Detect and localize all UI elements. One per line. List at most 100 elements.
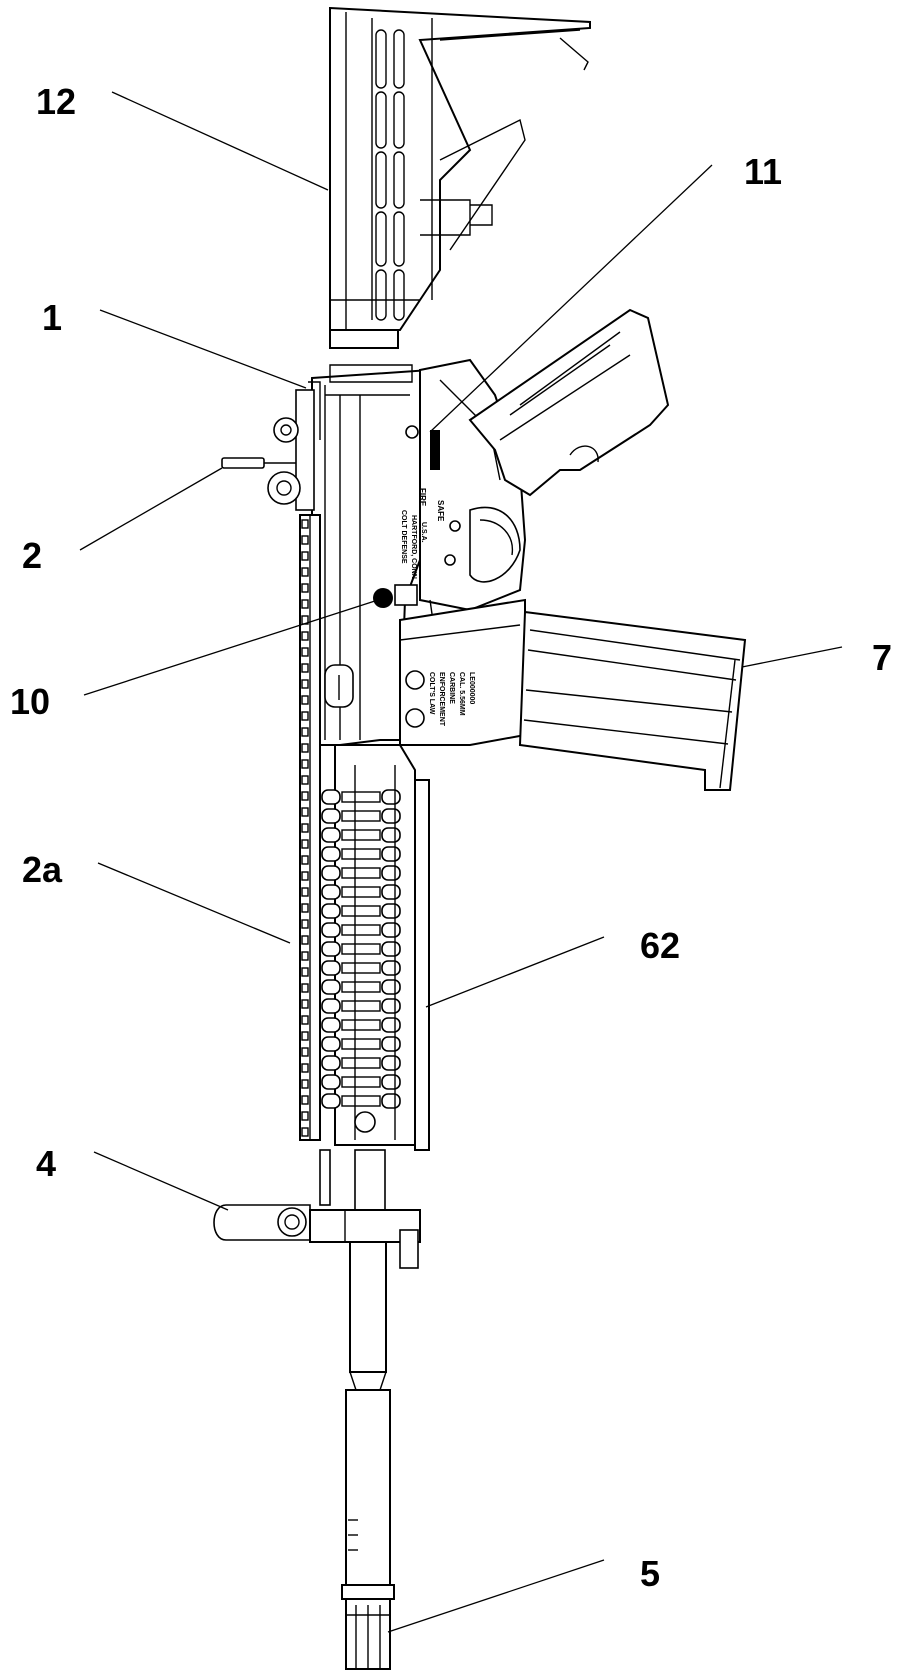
callout-12: 12 — [36, 81, 77, 122]
rail-lug — [321, 998, 341, 1014]
leader-5 — [387, 1559, 605, 1633]
rail-slot — [341, 962, 381, 974]
rail-lug — [381, 865, 401, 881]
rear-sight — [267, 381, 321, 511]
callout-2: 2 — [22, 535, 43, 576]
side-rail-notch — [301, 1047, 309, 1057]
receiver-marking-3: U.S.A. — [420, 522, 427, 543]
rail-lug — [381, 960, 401, 976]
side-rail-notch — [301, 679, 309, 689]
side-rail-notch — [301, 887, 309, 897]
callout-10: 10 — [10, 681, 51, 722]
rail-lug — [381, 1036, 401, 1052]
leader-10 — [83, 599, 379, 696]
side-rail-notch — [301, 631, 309, 641]
callout-7: 7 — [872, 637, 893, 678]
rail-slot — [341, 924, 381, 936]
magwell-marking-4: CAL. 5.56MM — [458, 672, 465, 716]
side-rail-notch — [301, 1015, 309, 1025]
rail-lug — [381, 1093, 401, 1109]
rail-lug — [321, 808, 341, 824]
rail-lugs — [301, 519, 401, 1137]
side-rail-notch — [301, 967, 309, 977]
callout-1: 1 — [42, 297, 63, 338]
rail-slot — [341, 829, 381, 841]
rail-lug — [381, 979, 401, 995]
buttstock — [329, 6, 591, 349]
side-rail-notch — [301, 999, 309, 1009]
side-rail-notch — [301, 871, 309, 881]
side-rail-notch — [301, 535, 309, 545]
rail-slot — [341, 943, 381, 955]
side-rail-notch — [301, 855, 309, 865]
leader-2a — [97, 862, 291, 944]
rail-lug — [321, 1055, 341, 1071]
side-rail-notch — [301, 903, 309, 913]
receiver-marking-1: COLT DEFENSE — [400, 510, 407, 564]
rail-lug — [381, 884, 401, 900]
stock-slots — [375, 29, 405, 321]
leader-lines — [79, 91, 843, 1633]
leader-7 — [741, 646, 843, 668]
side-rail-notch — [301, 1031, 309, 1041]
side-rail-notch — [301, 1079, 309, 1089]
callout-2a: 2a — [22, 849, 63, 890]
front-sight-block — [213, 1149, 421, 1269]
leader-11 — [429, 164, 713, 433]
rail-handguard — [299, 514, 430, 1151]
callout-62: 62 — [640, 925, 681, 966]
rail-lug — [321, 884, 341, 900]
rail-lug — [381, 998, 401, 1014]
rail-slot — [341, 1000, 381, 1012]
magwell-marking-1: COLT'S LAW — [428, 672, 435, 715]
barrel — [345, 1241, 391, 1586]
magazine-well: COLT'S LAW ENFORCEMENT CARBINE CAL. 5.56… — [399, 598, 526, 746]
magazine — [518, 610, 747, 791]
rail-lug — [321, 1036, 341, 1052]
rail-lug — [381, 827, 401, 843]
rail-lug — [321, 941, 341, 957]
leader-62 — [425, 936, 605, 1008]
side-rail-notch — [301, 695, 309, 705]
rail-slot — [341, 810, 381, 822]
rail-slot — [341, 981, 381, 993]
safe-marking: SAFE — [436, 500, 445, 522]
side-rail-notch — [301, 759, 309, 769]
side-rail-notch — [301, 551, 309, 561]
rail-lug — [381, 846, 401, 862]
upper-receiver — [311, 364, 441, 746]
rail-lug — [321, 903, 341, 919]
rail-slot — [341, 1038, 381, 1050]
charging-handle — [221, 457, 296, 469]
side-rail-notch — [301, 647, 309, 657]
magwell-marking-5: LE000000 — [468, 672, 475, 704]
rail-slot — [341, 1095, 381, 1107]
rail-lug — [321, 789, 341, 805]
side-rail-notch — [301, 727, 309, 737]
rail-slot — [341, 1057, 381, 1069]
callout-5: 5 — [640, 1553, 661, 1594]
side-rail-notch — [301, 1095, 309, 1105]
side-rail-notch — [301, 919, 309, 929]
rail-lug — [381, 789, 401, 805]
magwell-marking-2: ENFORCEMENT — [438, 672, 445, 727]
rail-slot — [341, 791, 381, 803]
callout-11: 11 — [744, 151, 783, 192]
rail-slot — [341, 1076, 381, 1088]
rail-lug — [381, 1074, 401, 1090]
side-rail-notch — [301, 711, 309, 721]
rail-lug — [381, 903, 401, 919]
rail-slot — [341, 848, 381, 860]
side-rail-notch — [301, 743, 309, 753]
flash-hider — [341, 1584, 395, 1670]
pistol-grip — [468, 308, 670, 497]
rail-lug — [321, 1017, 341, 1033]
side-rail-notch — [301, 1111, 309, 1121]
side-rail-notch — [301, 1063, 309, 1073]
rail-slot — [341, 1019, 381, 1031]
side-rail-notch — [301, 1127, 309, 1137]
rail-lug — [381, 941, 401, 957]
side-rail-notch — [301, 583, 309, 593]
side-rail-notch — [301, 983, 309, 993]
